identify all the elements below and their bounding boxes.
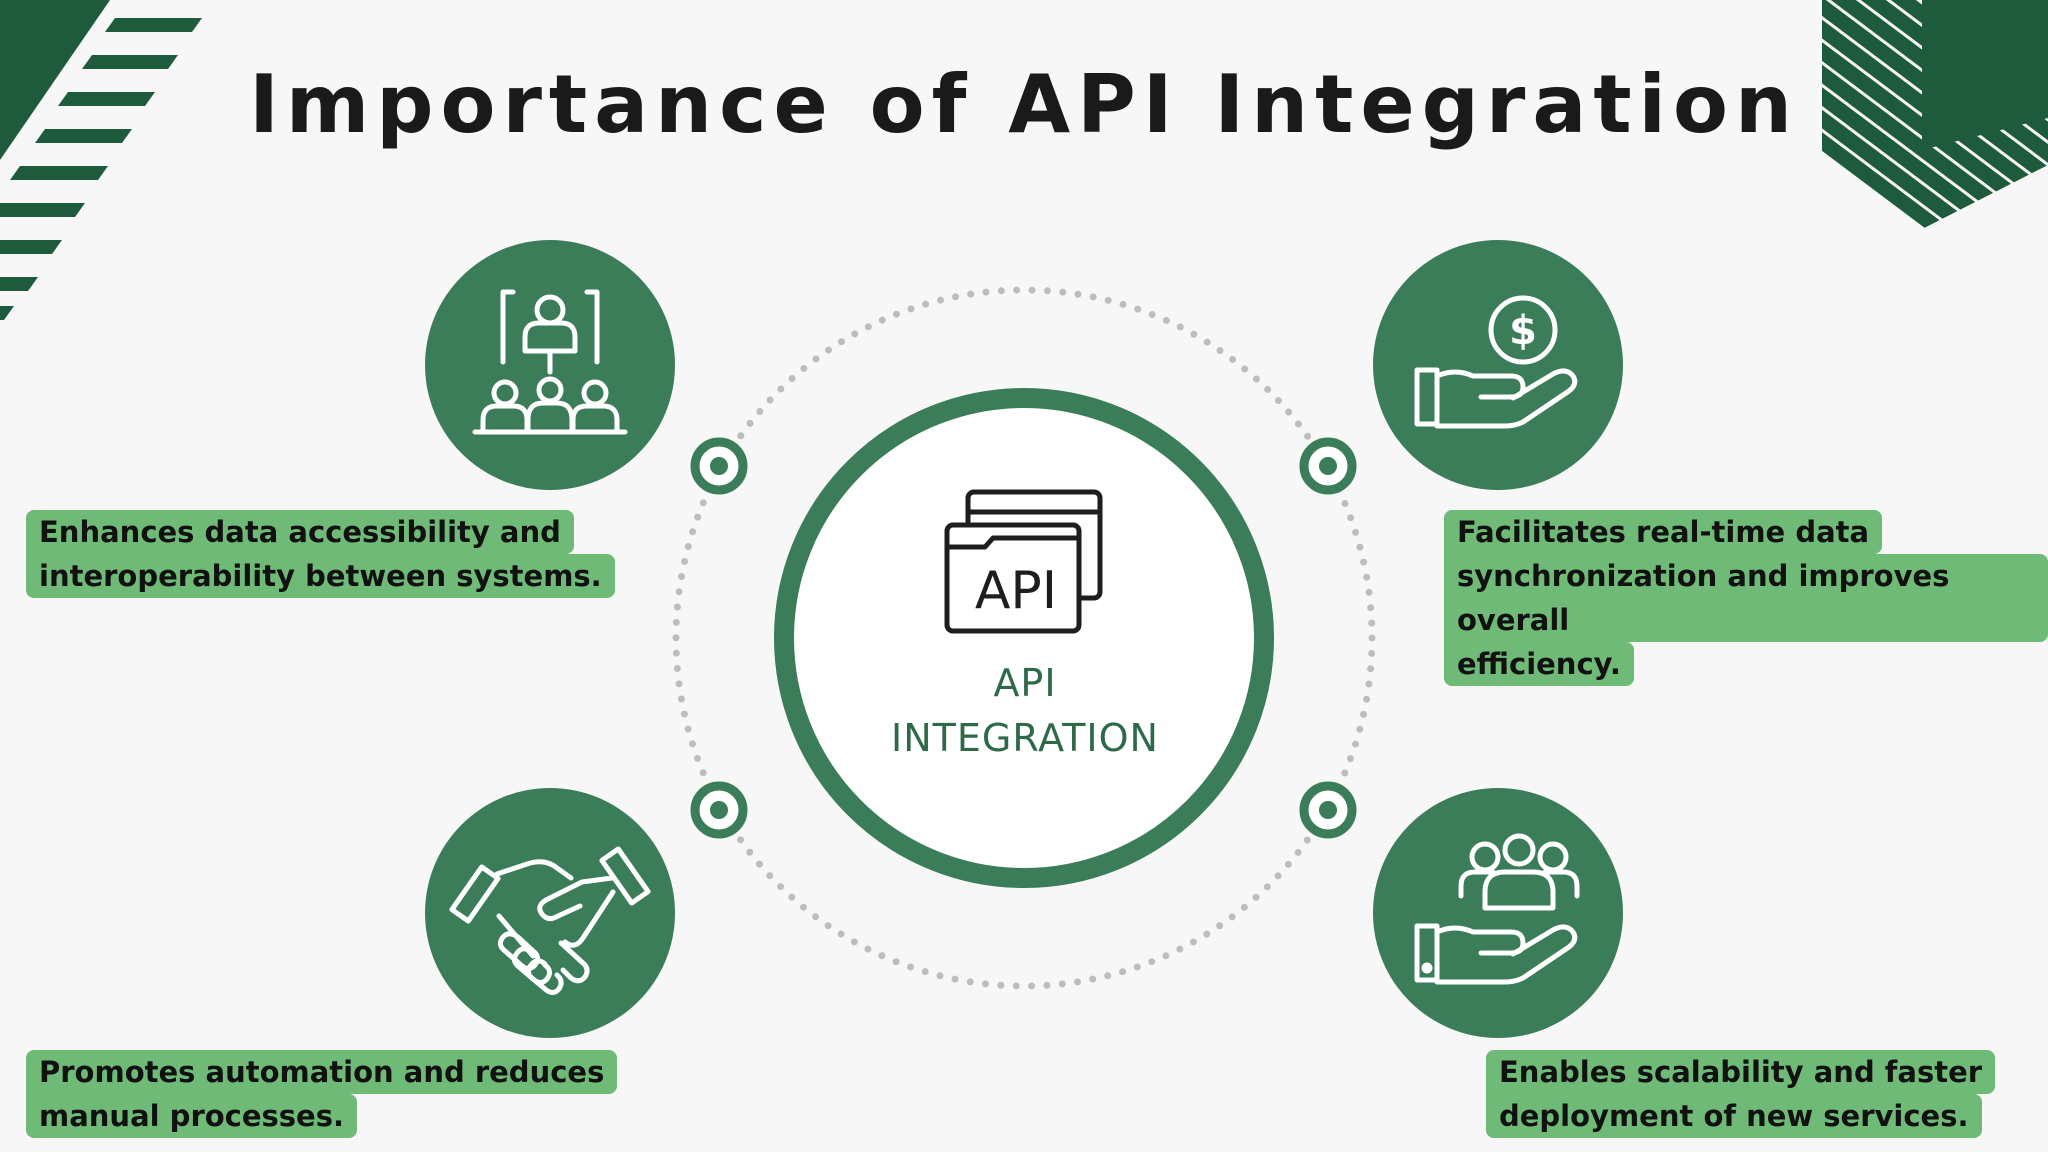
node-bottom-right (1299, 781, 1357, 839)
api-window-icon (944, 489, 1103, 634)
benefit-icon-top-left (425, 240, 675, 490)
center-label-line1: API (993, 661, 1057, 705)
center-label: API INTEGRATION (820, 656, 1230, 766)
node-top-left (690, 437, 748, 495)
benefit-label-line: synchronization and improves overall (1444, 554, 2048, 642)
benefit-icon-top-right: $ (1373, 240, 1623, 490)
benefit-label-line: efficiency. (1444, 642, 1634, 686)
benefit-icon-bottom-right (1373, 788, 1623, 1038)
team-hierarchy-icon (472, 289, 628, 435)
node-bottom-left (690, 781, 748, 839)
stripe-decoration-right (1822, 0, 2048, 280)
api-icon-text: API (975, 561, 1057, 621)
benefit-label-line: Enhances data accessibility and (26, 510, 574, 554)
benefit-label-line: Facilitates real-time data (1444, 510, 1883, 554)
money-hand-icon: $ (1414, 295, 1578, 429)
handshake-icon (449, 846, 651, 995)
benefit-label-line: manual processes. (26, 1094, 357, 1138)
center-label-line2: INTEGRATION (891, 716, 1159, 760)
benefit-label-line: deployment of new services. (1486, 1094, 1982, 1138)
dotted-orbit (672, 286, 1376, 990)
benefit-label-bottom-right: Enables scalability and faster deploymen… (1486, 1050, 1996, 1138)
stripe-decoration-left (0, 0, 202, 320)
benefit-icon-bottom-left (425, 788, 675, 1038)
benefit-label-top-right: Facilitates real-time data synchronizati… (1444, 510, 2048, 686)
benefit-label-line: Promotes automation and reduces (26, 1050, 618, 1094)
benefit-label-line: Enables scalability and faster (1486, 1050, 1996, 1094)
benefit-label-top-left: Enhances data accessibility and interope… (26, 510, 615, 598)
svg-text:$: $ (1509, 308, 1537, 354)
people-hand-icon (1414, 833, 1580, 985)
benefit-label-line: interoperability between systems. (26, 554, 615, 598)
benefit-label-bottom-left: Promotes automation and reduces manual p… (26, 1050, 618, 1138)
page-title: Importance of API Integration (249, 58, 1799, 151)
main-circle (774, 388, 1274, 888)
node-top-right (1299, 437, 1357, 495)
